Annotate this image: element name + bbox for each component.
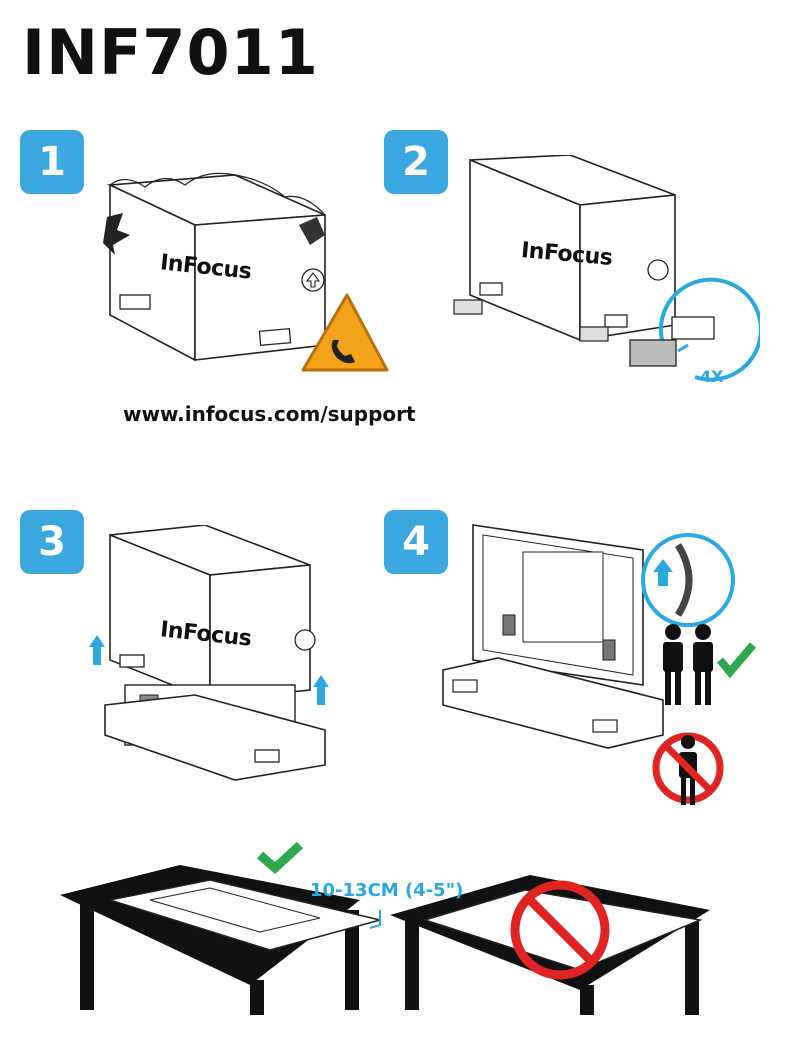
- step-3-illustration: [89, 525, 329, 781]
- step-2-badge: 2: [384, 130, 448, 194]
- step-1-illustration: [103, 172, 389, 372]
- foot-count-label: 4X: [700, 367, 724, 386]
- step-4-illustration: [442, 524, 757, 805]
- step-1-badge: 1: [20, 130, 84, 194]
- up-arrow-icon: [89, 635, 329, 705]
- tear-mark-right: [299, 217, 325, 245]
- handle-zoom-callout: [641, 533, 735, 627]
- phone-warning-icon: [301, 293, 389, 372]
- prohibited-icon: [652, 732, 724, 805]
- foot-zoom-callout: [629, 277, 760, 382]
- step-4-badge: 4: [384, 510, 448, 574]
- table-placement-illustration: [60, 841, 710, 1015]
- two-people-icon: [663, 624, 713, 705]
- clearance-label: 10-13CM (4-5"): [310, 880, 464, 901]
- step-2-illustration: [453, 155, 760, 382]
- support-url: www.infocus.com/support: [123, 402, 416, 426]
- tear-mark-left: [103, 213, 130, 255]
- step-3-badge: 3: [20, 510, 84, 574]
- model-title: INF7011: [22, 16, 319, 89]
- checkmark-icon: [716, 642, 757, 679]
